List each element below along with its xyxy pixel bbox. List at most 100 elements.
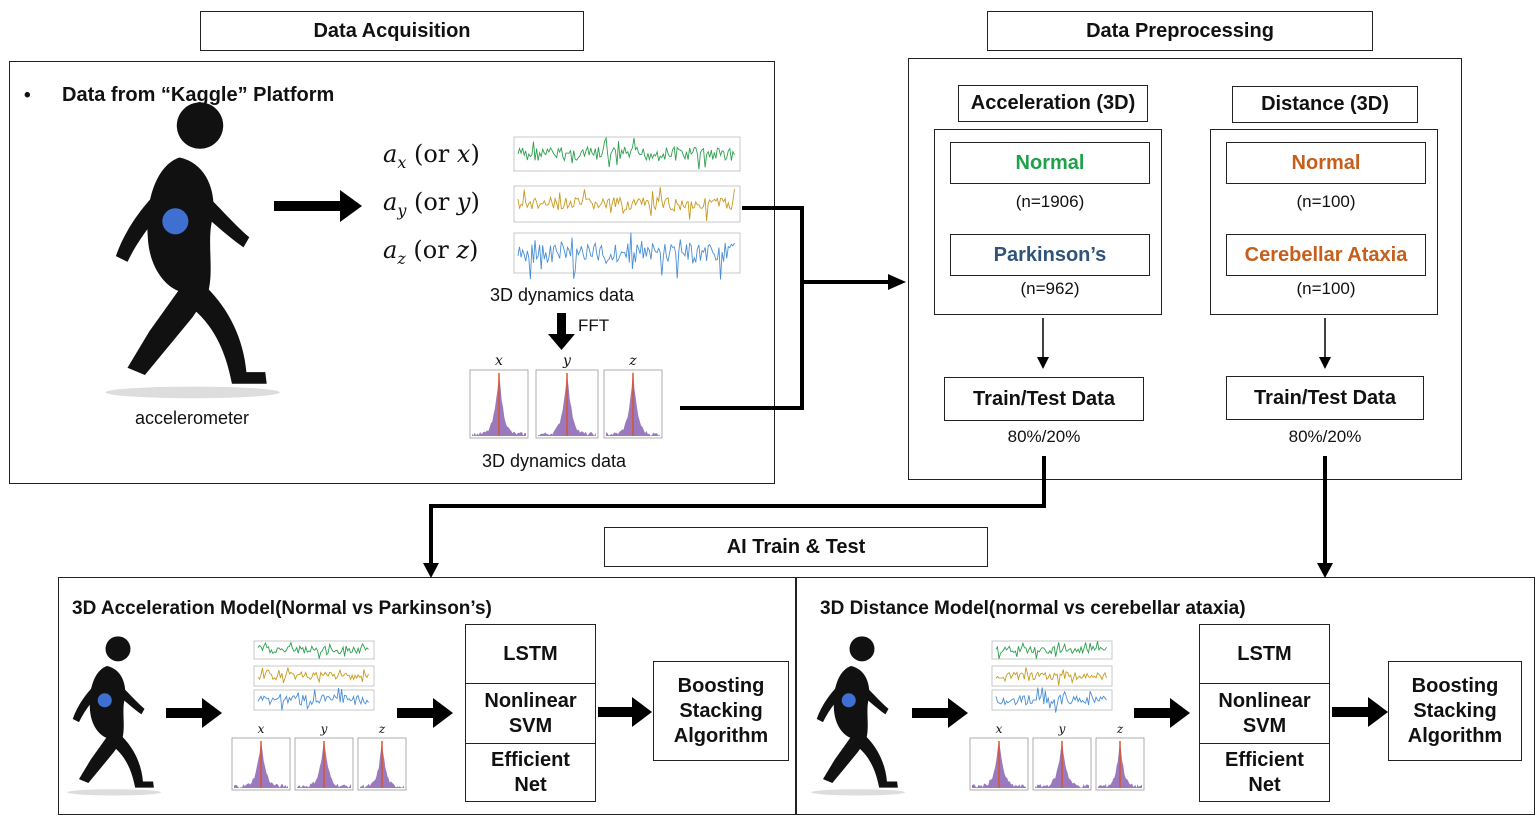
arrow-walker-to-signals: [274, 190, 362, 222]
arrow-accel-data-to-models-shaft: [397, 708, 435, 718]
section-title-acquisition: Data Acquisition: [200, 11, 584, 51]
dist-ataxia-label: Cerebellar Ataxia: [1244, 243, 1408, 266]
section-title-acquisition-text: Data Acquisition: [313, 19, 471, 42]
section-title-ai: AI Train & Test: [604, 527, 988, 567]
mini-accel-fft-z-axis-label: z: [378, 722, 386, 736]
arrow-accel-walker-to-data-head: [202, 698, 222, 728]
walker-figure-accel: [67, 636, 161, 796]
section-title-preprocessing-text: Data Preprocessing: [1086, 19, 1274, 42]
mini-dist-trace-x-line: [995, 641, 1107, 659]
fft-data-caption: 3D dynamics data: [482, 451, 627, 471]
connector-accel-to-model: [429, 456, 1046, 566]
arrow-dist-models-to-boost-head: [1368, 697, 1388, 727]
bullet: •: [24, 85, 31, 106]
section-title-ai-text: AI Train & Test: [726, 535, 866, 558]
arrow-accel-walker-to-data-shaft: [166, 708, 204, 718]
mini-dist-trace-y-frame: [991, 665, 1113, 687]
mini-dist-fft-y-axis-label: y: [1058, 722, 1066, 736]
section-title-preprocessing: Data Preprocessing: [987, 11, 1373, 51]
dist-svm-label: Nonlinear SVM: [1218, 689, 1311, 737]
arrowhead-accel-model: [423, 563, 439, 578]
axis-eq-x: ax (or x): [383, 140, 480, 172]
dist-title: Distance (3D): [1261, 93, 1389, 115]
accel-effnet-label: Efficient Net: [491, 748, 570, 796]
walker-figure-large: [105, 102, 280, 399]
dist-split-box: Train/Test Data: [1226, 376, 1424, 420]
fft-thumbnails: x y z: [469, 353, 663, 439]
accel-model-thumbnails: x y z: [231, 640, 407, 791]
axis-eq-y: ay (or y): [383, 188, 480, 220]
connector-acquisition-to-preprocessing: [680, 206, 890, 410]
dist-model-thumbnails: x y z: [969, 640, 1145, 791]
arrow-accel-data-to-models-head: [433, 698, 453, 728]
mini-accel-fft-x-axis-label: x: [258, 722, 265, 736]
accel-model-title: 3D Acceleration Model(Normal vs Parkinso…: [72, 598, 492, 619]
accelerometer-label: accelerometer: [135, 408, 250, 428]
mini-accel-fft-y-axis-label: y: [320, 722, 328, 736]
fft-label: FFT: [578, 316, 610, 335]
dist-title-box: Distance (3D): [1232, 86, 1418, 123]
arrow-accel-models-to-boost-shaft: [598, 707, 634, 717]
sensor-dot-icon: [162, 208, 189, 235]
raw-data-caption: 3D dynamics data: [490, 285, 635, 305]
accel-title: Acceleration (3D): [970, 92, 1136, 114]
dist-split-ratio: 80%/20%: [1288, 427, 1362, 446]
fft-y-axis-label: y: [562, 353, 572, 369]
arrow-dist-walker-to-data-shaft: [912, 708, 950, 718]
arrow-dist-models-to-boost-shaft: [1332, 707, 1370, 717]
accel-parkinsons-label: Parkinson’s: [993, 243, 1107, 266]
dist-ataxia-box: Cerebellar Ataxia: [1226, 234, 1426, 276]
walker-figure-dist: [811, 636, 905, 796]
accel-split-ratio: 80%/20%: [1007, 427, 1081, 446]
dist-normal-box: Normal: [1226, 142, 1426, 184]
mini-dist-fft-z-axis-label: z: [1116, 722, 1124, 736]
mini-dist-trace-y-line: [995, 667, 1107, 686]
arrowhead-dist-model: [1317, 563, 1333, 578]
dist-normal-label: Normal: [1291, 151, 1361, 174]
dist-lstm-label: LSTM: [1237, 642, 1292, 665]
dist-normal-count: (n=100): [1296, 192, 1356, 211]
accel-svm-label: Nonlinear SVM: [484, 689, 577, 737]
accel-normal-count: (n=1906): [1015, 192, 1085, 211]
arrow-dist-data-to-models-shaft: [1134, 708, 1172, 718]
dist-svm-box: Nonlinear SVM: [1199, 683, 1330, 744]
accel-normal-box: Normal: [950, 142, 1150, 184]
dist-model-title: 3D Distance Model(normal vs cerebellar a…: [820, 598, 1246, 619]
fft-down-arrow: [548, 313, 575, 350]
arrow-dist-walker-to-data-head: [948, 698, 968, 728]
accel-effnet-box: Efficient Net: [465, 743, 596, 802]
raw-trace-x-frame: [513, 136, 741, 172]
raw-signal-thumbnails: [513, 136, 741, 280]
mini-accel-trace-x-line: [257, 641, 369, 659]
arrow-accel-models-to-boost-head: [632, 697, 652, 727]
dist-ataxia-count: (n=100): [1296, 279, 1356, 298]
accel-parkinsons-count: (n=962): [1020, 279, 1080, 298]
accel-boost-box: Boosting Stacking Algorithm: [653, 661, 789, 761]
kaggle-source-label: Data from “Kaggle” Platform: [62, 84, 335, 106]
dist-boost-label: Boosting Stacking Algorithm: [1407, 674, 1503, 747]
model-flow-arrows: [166, 697, 1388, 728]
raw-trace-y-line: [517, 187, 735, 222]
accel-split-title: Train/Test Data: [973, 387, 1115, 410]
mini-dist-trace-z-frame: [991, 689, 1113, 711]
dist-split-title: Train/Test Data: [1254, 386, 1396, 409]
fft-z-axis-label: z: [628, 353, 637, 369]
mini-dist-trace-z-line: [995, 687, 1107, 713]
fft-x-axis-label: x: [495, 353, 503, 369]
accel-split-box: Train/Test Data: [944, 377, 1144, 421]
accel-lstm-label: LSTM: [503, 642, 558, 665]
mini-dist-fft-x-axis-label: x: [996, 722, 1003, 736]
dist-effnet-box: Efficient Net: [1199, 743, 1330, 802]
accel-boost-label: Boosting Stacking Algorithm: [673, 674, 769, 747]
raw-trace-z-line: [517, 232, 735, 280]
mini-accel-trace-z-line: [257, 688, 369, 711]
accel-normal-label: Normal: [1015, 151, 1085, 174]
arrow-dist-data-to-models-head: [1170, 698, 1190, 728]
dist-boost-box: Boosting Stacking Algorithm: [1388, 661, 1522, 761]
mini-accel-trace-z-frame: [253, 689, 375, 711]
accel-title-box: Acceleration (3D): [958, 85, 1148, 122]
axis-eq-z: az (or z): [383, 236, 479, 268]
dist-effnet-label: Efficient Net: [1225, 748, 1304, 796]
accel-parkinsons-box: Parkinson’s: [950, 234, 1150, 276]
